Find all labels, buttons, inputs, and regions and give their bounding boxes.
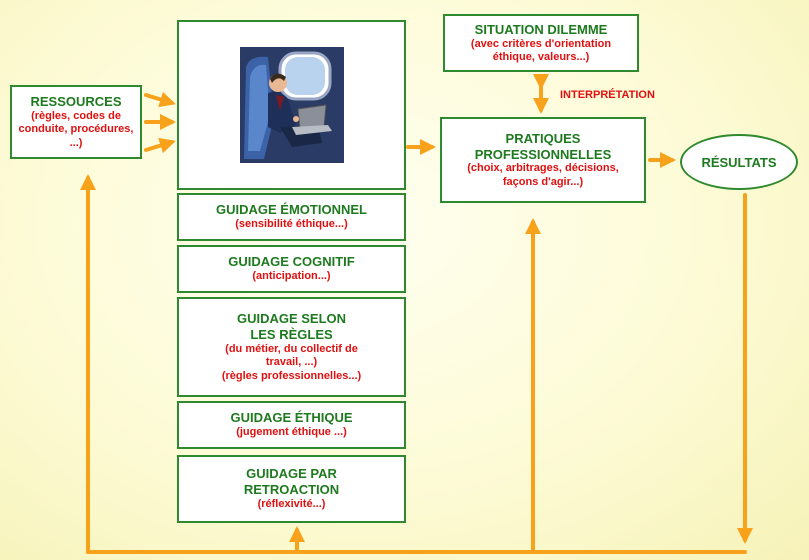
guidage-regles-subtitle-2: (règles professionnelles...) [221,369,362,382]
interpretation-label: INTERPRÉTATION [560,89,655,101]
guidage-retroaction-title: GUIDAGE PAR RETROACTION [243,466,340,498]
guidage-emotionnel-title: GUIDAGE ÉMOTIONNEL [216,202,367,218]
guidage-retroaction-box: GUIDAGE PAR RETROACTION (réflexivité...) [177,455,406,523]
guidage-regles-box: GUIDAGE SELON LES RÈGLES (du métier, du … [177,297,406,397]
guidage-regles-title: GUIDAGE SELON LES RÈGLES [236,311,347,342]
situation-dilemme-title: SITUATION DILEMME [474,21,608,37]
ressources-subtitle: (règles, codes de conduite, procédures, … [18,109,134,149]
guidage-cognitif-title: GUIDAGE COGNITIF [228,254,355,270]
resultats-label: RÉSULTATS [701,154,777,170]
arrow-ressources-3 [144,137,176,154]
image-box [177,20,406,190]
person-with-laptop-icon [239,47,344,163]
guidage-cognitif-subtitle: (anticipation...) [252,270,331,283]
guidage-retroaction-subtitle: (réflexivité...) [257,498,326,511]
pratiques-subtitle: (choix, arbitrages, décisions, façons d'… [467,162,619,188]
ressources-box: RESSOURCES (règles, codes de conduite, p… [10,85,142,159]
guidage-regles-subtitle: (du métier, du collectif de travail, ...… [225,342,358,369]
situation-dilemme-box: SITUATION DILEMME (avec critères d'orien… [443,14,639,72]
guidage-ethique-subtitle: (jugement éthique ...) [236,426,347,439]
ressources-title: RESSOURCES [30,93,122,109]
guidage-cognitif-box: GUIDAGE COGNITIF (anticipation...) [177,245,406,293]
situation-dilemme-subtitle: (avec critères d'orientation éthique, va… [470,37,612,63]
resultats-oval: RÉSULTATS [680,134,798,190]
guidage-emotionnel-box: GUIDAGE ÉMOTIONNEL (sensibilité éthique.… [177,193,406,241]
pratiques-title: PRATIQUES PROFESSIONNELLES [474,130,612,162]
arrow-ressources-1 [144,91,176,108]
guidage-ethique-title: GUIDAGE ÉTHIQUE [230,410,353,426]
pratiques-box: PRATIQUES PROFESSIONNELLES (choix, arbit… [440,117,646,203]
guidage-ethique-box: GUIDAGE ÉTHIQUE (jugement éthique ...) [177,401,406,449]
guidage-emotionnel-subtitle: (sensibilité éthique...) [235,218,348,231]
